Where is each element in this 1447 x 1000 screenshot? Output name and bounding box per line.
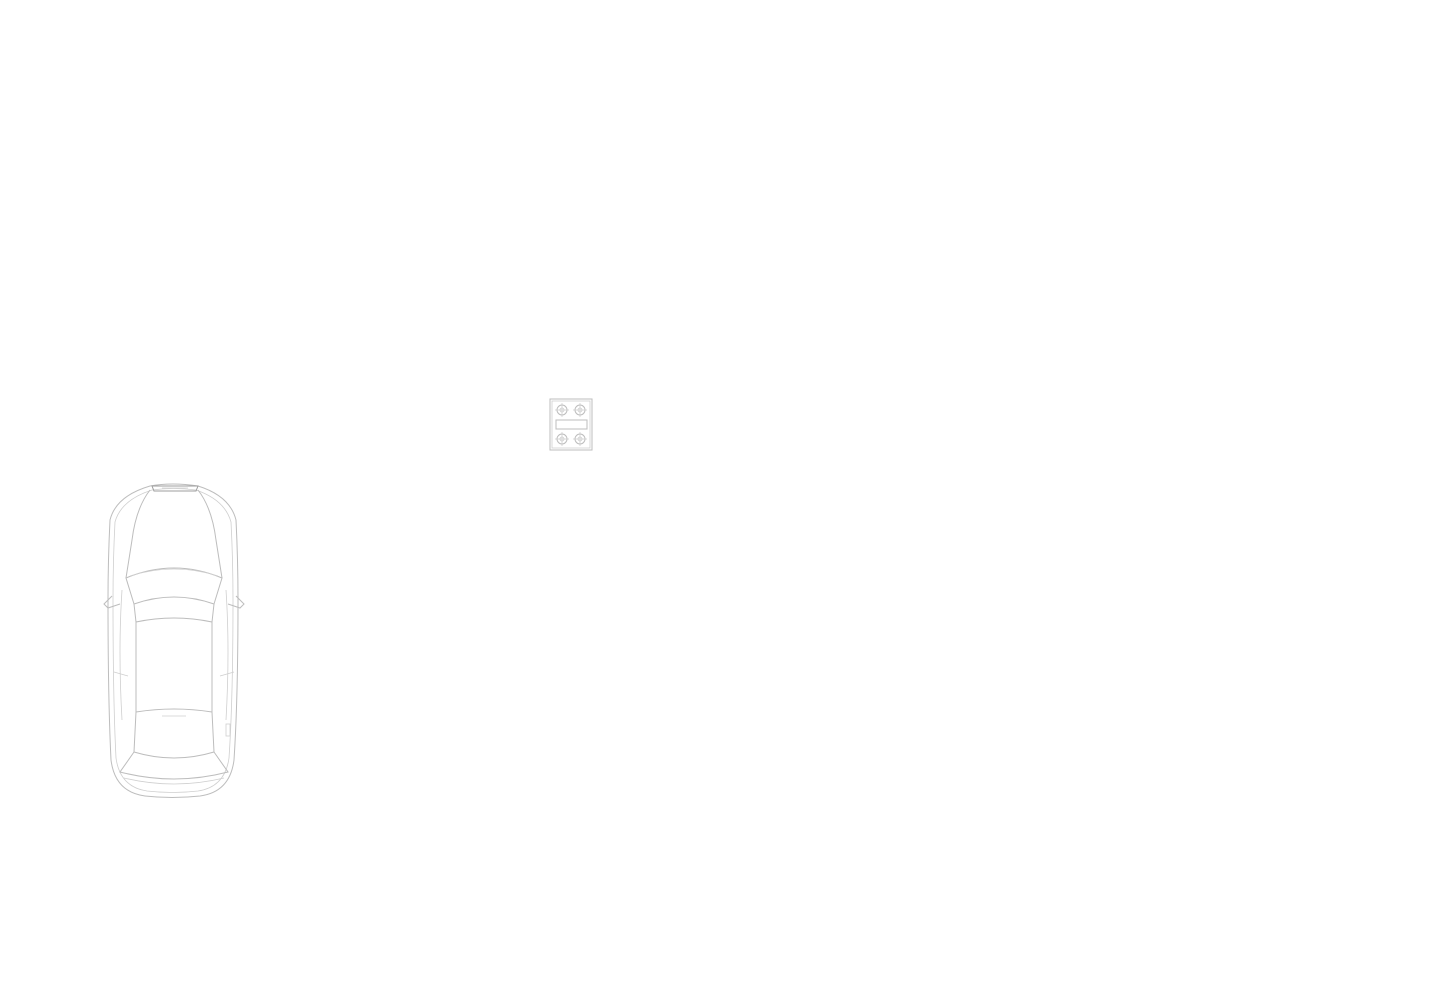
cooktop-inner-frame xyxy=(551,400,591,449)
car-body-inner-outline xyxy=(112,488,234,793)
burner-bottom-left xyxy=(555,432,569,446)
burner-bottom-right xyxy=(573,432,587,446)
car-top-view-icon xyxy=(103,483,245,798)
car-right-door-line xyxy=(225,589,229,721)
burner-top-right xyxy=(573,403,587,417)
cooktop-outer-frame xyxy=(549,398,593,451)
car-body-outline xyxy=(107,483,239,798)
car-right-mirror xyxy=(227,595,245,609)
burner-top-left xyxy=(555,403,569,417)
car-fuel-cap xyxy=(225,723,231,737)
cooktop-control-panel xyxy=(555,419,588,430)
car-hood-left xyxy=(125,489,151,579)
car-front-grille xyxy=(151,485,199,492)
car-hood-right xyxy=(197,489,223,579)
car-left-door-line xyxy=(119,589,123,721)
car-rear-window xyxy=(133,711,215,759)
car-roof xyxy=(133,603,215,623)
four-burner-cooktop-icon xyxy=(549,398,593,451)
car-left-mirror xyxy=(103,595,121,609)
car-trunk xyxy=(119,751,229,780)
car-windshield xyxy=(125,567,223,605)
